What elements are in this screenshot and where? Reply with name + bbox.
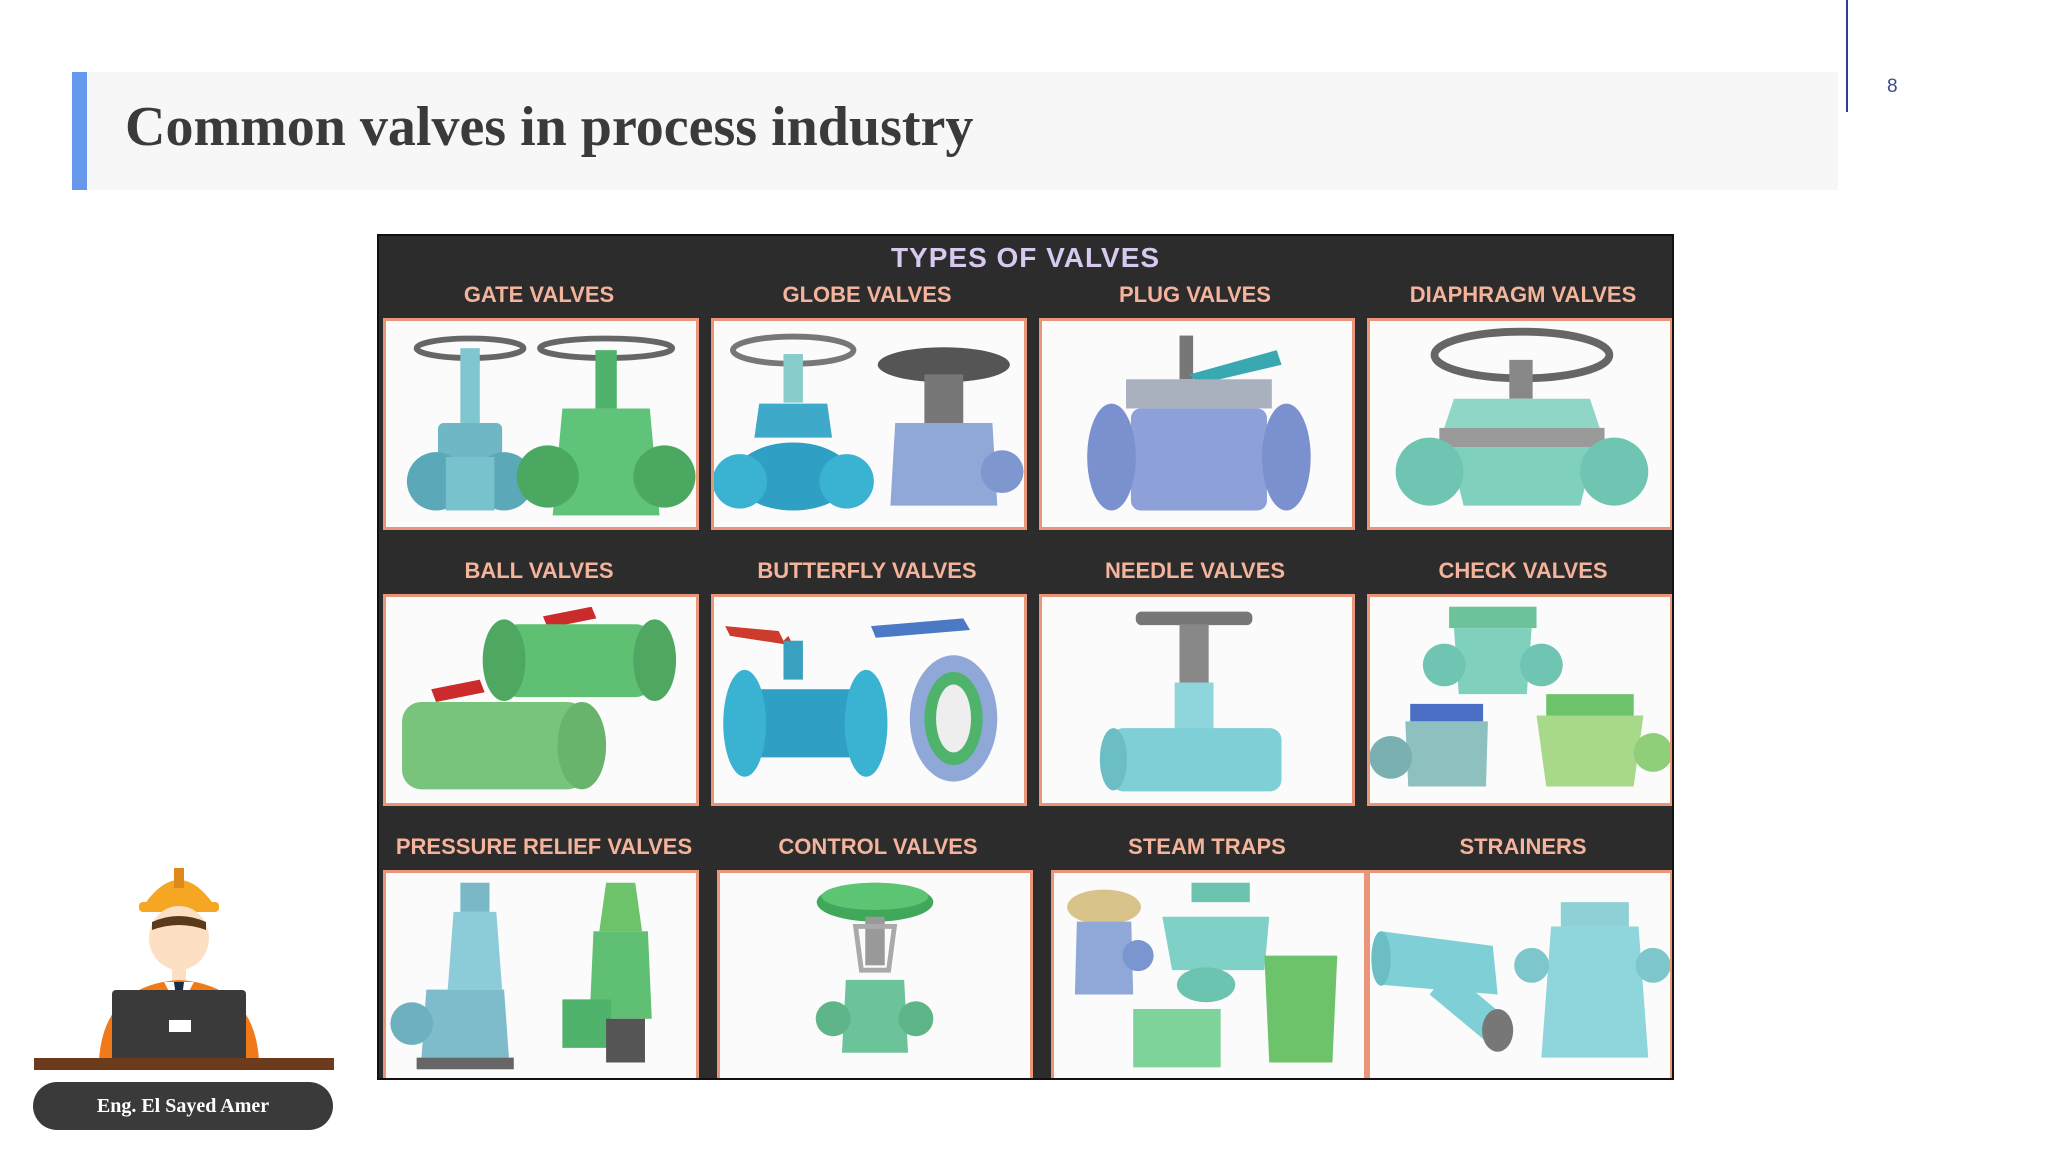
cell-label: CONTROL VALVES <box>778 834 978 859</box>
cell-strainers: STRAINERS <box>1363 832 1672 1078</box>
page-divider-line <box>1846 0 1848 112</box>
cell-check-valves: CHECK VALVES <box>1363 556 1672 806</box>
ball-valves-illustration <box>383 594 699 806</box>
title-accent-bar <box>72 72 87 190</box>
plug-valves-illustration <box>1039 318 1355 530</box>
cell-butterfly-valves: BUTTERFLY VALVES <box>707 556 1027 806</box>
control-valves-illustration <box>717 870 1033 1078</box>
valve-types-image: TYPES OF VALVES GATE VALVES GLOBE VALVES <box>377 234 1674 1080</box>
diaphragm-valves-illustration <box>1367 318 1672 530</box>
cell-plug-valves: PLUG VALVES <box>1035 280 1355 530</box>
title-bar <box>72 72 1838 190</box>
cell-control-valves: CONTROL VALVES <box>713 832 1043 1078</box>
pressure-relief-valves-illustration <box>383 870 699 1078</box>
cell-label: CHECK VALVES <box>1438 558 1608 583</box>
butterfly-valves-illustration <box>711 594 1027 806</box>
cell-label: STEAM TRAPS <box>1128 834 1286 859</box>
valve-types-heading: TYPES OF VALVES <box>890 242 1161 273</box>
cell-label: PLUG VALVES <box>1119 282 1271 307</box>
cell-gate-valves: GATE VALVES <box>379 280 699 530</box>
cell-label: GLOBE VALVES <box>782 282 952 307</box>
cell-ball-valves: BALL VALVES <box>379 556 699 806</box>
cell-label: BALL VALVES <box>464 558 614 583</box>
cell-globe-valves: GLOBE VALVES <box>707 280 1027 530</box>
cell-steam-traps: STEAM TRAPS <box>1047 832 1367 1078</box>
presenter-name-badge: Eng. El Sayed Amer <box>33 1082 333 1130</box>
cell-label: NEEDLE VALVES <box>1104 558 1286 583</box>
cell-needle-valves: NEEDLE VALVES <box>1035 556 1355 806</box>
page-number: 8 <box>1887 76 1898 97</box>
steam-traps-illustration <box>1051 870 1367 1078</box>
needle-valves-illustration <box>1039 594 1355 806</box>
cell-label: GATE VALVES <box>463 282 615 307</box>
slide-title: Common valves in process industry <box>125 96 974 158</box>
globe-valves-illustration <box>711 318 1027 530</box>
strainers-illustration <box>1367 870 1672 1078</box>
cell-pressure-relief-valves: PRESSURE RELIEF VALVES <box>379 832 709 1078</box>
gate-valves-illustration <box>383 318 699 530</box>
cell-label: BUTTERFLY VALVES <box>757 558 977 583</box>
check-valves-illustration <box>1367 594 1672 806</box>
cell-diaphragm-valves: DIAPHRAGM VALVES <box>1363 280 1672 530</box>
cell-label: PRESSURE RELIEF VALVES <box>395 834 693 859</box>
cell-label: DIAPHRAGM VALVES <box>1409 282 1637 307</box>
cell-label: STRAINERS <box>1459 834 1587 859</box>
engineer-illustration <box>34 868 334 1070</box>
